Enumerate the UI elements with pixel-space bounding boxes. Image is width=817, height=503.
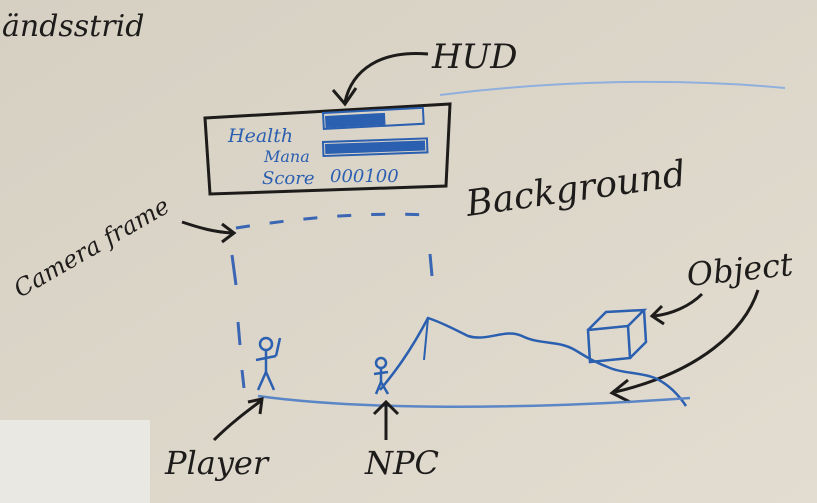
terrain-ridge bbox=[423, 317, 429, 361]
camera-frame-left-dash-2 bbox=[236, 321, 242, 346]
object-arrowhead-terrain bbox=[609, 378, 631, 404]
object-arrow-to-box bbox=[653, 292, 704, 318]
object-arrowhead-box bbox=[649, 304, 665, 326]
camera-frame-right-dash bbox=[428, 253, 434, 277]
score-value: 000100 bbox=[330, 166, 399, 187]
glare-patch bbox=[0, 420, 150, 503]
hud-arrowhead bbox=[331, 87, 358, 107]
npc-figure bbox=[373, 356, 390, 395]
player-label: Player bbox=[164, 444, 270, 482]
camera-frame-top bbox=[235, 212, 431, 230]
camera-frame-left-dash-1 bbox=[230, 254, 238, 286]
ground-line bbox=[257, 394, 691, 409]
mana-bar bbox=[321, 137, 429, 158]
score-label: Score bbox=[262, 168, 315, 189]
health-bar bbox=[321, 106, 425, 131]
object-arrow-to-terrain bbox=[614, 289, 760, 394]
mana-label: Mana bbox=[263, 147, 310, 166]
horizon-line bbox=[439, 80, 786, 96]
npc-arrowhead bbox=[372, 399, 400, 416]
health-bar-fill bbox=[325, 112, 386, 128]
camera-frame-left-dash-3 bbox=[240, 369, 246, 389]
player-figure bbox=[255, 336, 282, 391]
hud-label: HUD bbox=[431, 37, 518, 77]
player-arrowhead bbox=[247, 397, 264, 415]
npc-label: NPC bbox=[364, 444, 439, 482]
board-title: ändsstrid bbox=[2, 9, 144, 44]
health-label: Health bbox=[227, 125, 293, 147]
player-arrow bbox=[212, 398, 263, 442]
object-crate bbox=[586, 308, 648, 364]
hud-arrow bbox=[343, 51, 429, 103]
hud-panel-box bbox=[203, 102, 452, 196]
camera-frame-arrow bbox=[181, 220, 233, 235]
mana-bar-fill bbox=[325, 140, 426, 154]
camera-frame-arrowhead bbox=[221, 222, 237, 244]
